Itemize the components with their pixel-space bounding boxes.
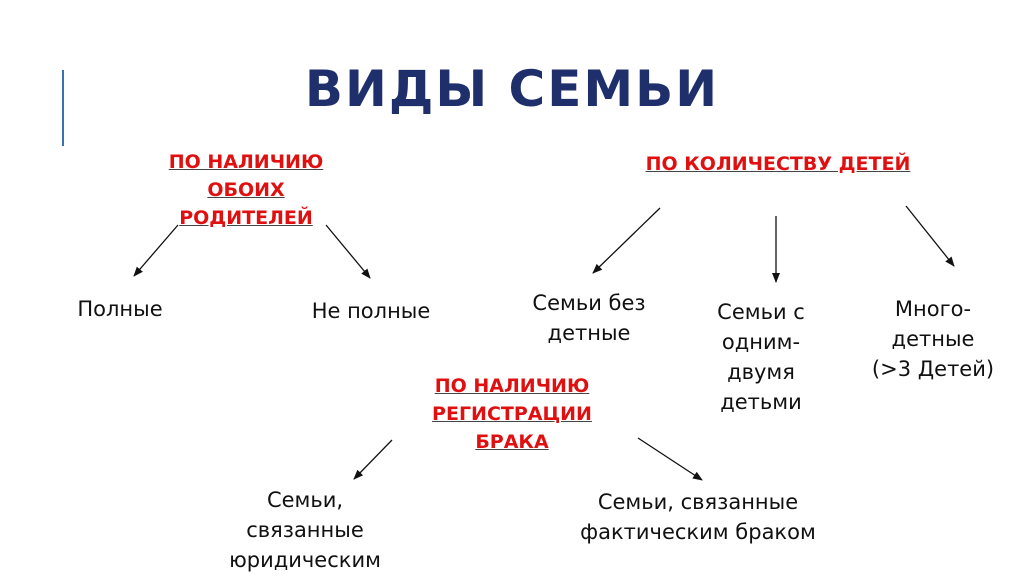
node-incomplete: Не полные: [311, 299, 431, 323]
slide-title: ВИДЫ СЕМЬИ: [304, 60, 720, 118]
category-parents: ПО НАЛИЧИЮ ОБОИХ РОДИТЕЛЕЙ: [168, 151, 324, 229]
arrow-children-to-childless: [592, 207, 661, 274]
node-full: Полные: [77, 297, 163, 321]
node-factual-marriage: Семьи, связанные фактическим браком: [580, 490, 816, 544]
arrow-registration-to-legal: [353, 439, 393, 480]
arrow-parents-to-full: [133, 224, 179, 277]
category-children: ПО КОЛИЧЕСТВУ ДЕТЕЙ: [645, 153, 911, 175]
category-registration: ПО НАЛИЧИЮ РЕГИСТРАЦИИ БРАКА: [432, 375, 592, 453]
node-one-two-children: Семьи с одним-двумя детьми: [717, 300, 805, 414]
node-legal-marriage: Семьи, связанные юридическим: [229, 488, 381, 572]
arrow-children-to-large: [905, 205, 955, 267]
accent-bar: [62, 70, 64, 146]
arrow-registration-to-factual: [637, 437, 703, 481]
node-childless: Семьи бездетные: [532, 291, 646, 345]
node-large-families: Много-детные (>3 Детей): [871, 297, 995, 381]
arrow-parents-to-incomplete: [325, 224, 371, 279]
